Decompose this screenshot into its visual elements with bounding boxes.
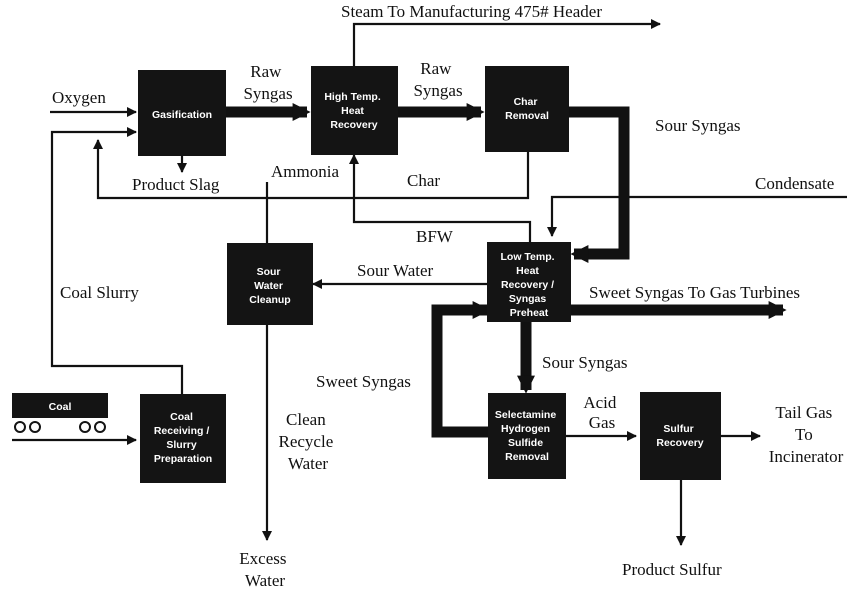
svg-text:Low Temp. Heat Rec: Low Temp. Heat Recovery / Syngas Preheat (501, 251, 558, 319)
selectamine-label-line-2: Hydrogen (501, 423, 550, 435)
selectamine-label-line-1: Selectamine (495, 409, 556, 421)
clean-recycle-water-label: Clean Recycle Water (279, 410, 338, 473)
coal-receiving-box: Coal Receiving / Slurry Preparation (140, 394, 226, 483)
raw-syngas-label-1: Raw Syngas (243, 62, 292, 103)
high-temp-heat-recovery-box: High Temp. Heat Recovery (311, 66, 398, 155)
low-temp-heat-recovery-box: Low Temp. Heat Recovery / Syngas Preheat (487, 242, 571, 322)
selectamine-box: Selectamine Hydrogen Sulfide Removal (488, 393, 566, 479)
excess-water-label: Excess Water (239, 549, 290, 590)
high-temp-label-line-1: High Temp. (324, 91, 380, 103)
svg-text:Coal Receiving / S: Coal Receiving / Slurry Preparation (154, 411, 212, 465)
char-label: Char (407, 171, 440, 190)
condensate-line (547, 195, 847, 237)
sweet-syngas-left-label: Sweet Syngas (316, 372, 411, 391)
product-slag-label: Product Slag (132, 175, 220, 194)
char-removal-box: Char Removal (485, 66, 569, 152)
high-temp-label-line-3: Recovery (330, 119, 377, 131)
coal-slurry-line (50, 127, 184, 394)
svg-text:High Temp. Heat Re: High Temp. Heat Recovery (324, 91, 383, 131)
bfw-line (349, 154, 532, 242)
steam-line (352, 19, 661, 66)
char-removal-label-line-1: Char (514, 96, 538, 108)
sour-water-label: Sour Water (357, 261, 434, 280)
sour-water-cleanup-label-line-2: Water (254, 280, 283, 292)
sour-syngas-arrow-top (569, 106, 630, 263)
condensate-label: Condensate (755, 174, 834, 193)
bfw-label: BFW (416, 227, 454, 246)
gasification-label-line-1: Gasification (152, 109, 212, 121)
railcar-wheel-1 (14, 421, 26, 433)
product-sulfur-label: Product Sulfur (622, 560, 722, 579)
sweet-syngas-turbines-label: Sweet Syngas To Gas Turbines (589, 283, 800, 302)
coal-railcar-label: Coal (49, 401, 72, 413)
svg-text:Gasification: Gasification (152, 109, 212, 121)
sulfur-recovery-label-line-1: Sulfur (663, 423, 693, 435)
steam-label: Steam To Manufacturing 475# Header (341, 2, 602, 21)
sour-water-cleanup-label-line-1: Sour (257, 266, 281, 278)
svg-text:Selectamine Hydrogen: Selectamine Hydrogen Sulfide Removal (495, 409, 559, 463)
coal-railcar: Coal (12, 393, 108, 433)
sulfur-recovery-label-line-2: Recovery (656, 437, 703, 449)
railcar-wheel-2 (29, 421, 41, 433)
coal-slurry-label: Coal Slurry (60, 283, 139, 302)
selectamine-label-line-4: Removal (505, 451, 549, 463)
low-temp-label-line-1: Low Temp. (501, 251, 555, 263)
low-temp-label-line-5: Preheat (510, 307, 549, 319)
selectamine-label-line-3: Sulfide (508, 437, 543, 449)
sour-water-cleanup-box: Sour Water Cleanup (227, 243, 313, 325)
low-temp-label-line-3: Recovery / (501, 279, 554, 291)
high-temp-label-line-2: Heat (341, 105, 364, 117)
coal-receiving-label-line-3: Slurry (166, 439, 197, 451)
char-recycle-line (93, 139, 530, 200)
char-removal-label-line-2: Removal (505, 110, 549, 122)
coal-receiving-label-line-2: Receiving / (154, 425, 210, 437)
railcar-wheel-3 (79, 421, 91, 433)
svg-text:Coal: Coal (49, 401, 72, 413)
ammonia-label: Ammonia (271, 162, 339, 181)
sweet-syngas-recycle-arrow (431, 301, 491, 438)
oxygen-label: Oxygen (52, 88, 106, 107)
acid-gas-label: Acid Gas (583, 393, 620, 432)
coal-receiving-label-line-1: Coal (170, 411, 193, 423)
tail-gas-label: Tail Gas To Incinerator (769, 403, 844, 466)
svg-text:Sour Water Cleanup: Sour Water Cleanup (249, 266, 290, 306)
sour-syngas-top-label: Sour Syngas (655, 116, 740, 135)
sour-syngas-mid-label: Sour Syngas (542, 353, 627, 372)
sour-water-cleanup-label-line-3: Cleanup (249, 294, 290, 306)
coal-receiving-label-line-4: Preparation (154, 453, 212, 465)
raw-syngas-label-2: Raw Syngas (413, 59, 462, 100)
gasification-box: Gasification (138, 70, 226, 156)
railcar-wheel-4 (94, 421, 106, 433)
svg-text:Char Removal: Char Removal (505, 96, 549, 122)
low-temp-label-line-2: Heat (516, 265, 539, 277)
low-temp-label-line-4: Syngas (509, 293, 547, 305)
svg-text:Sulfur Recovery: Sulfur Recovery (656, 423, 703, 449)
sulfur-recovery-box: Sulfur Recovery (640, 392, 721, 480)
